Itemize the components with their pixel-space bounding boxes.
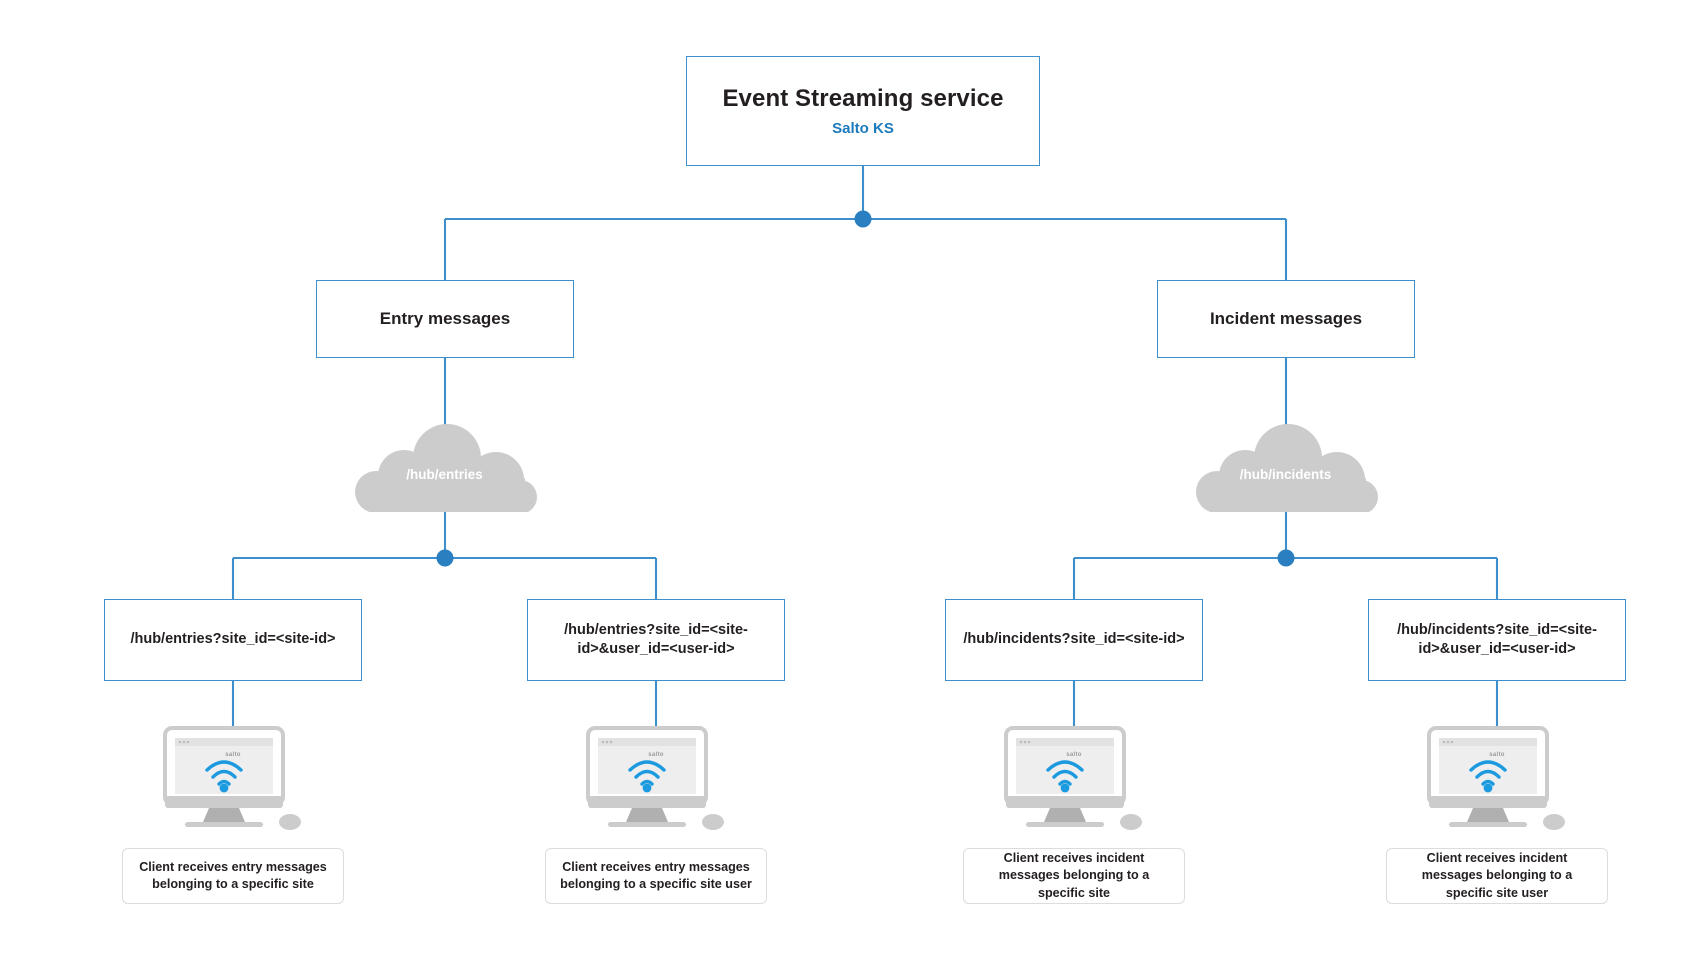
page-subtitle: Salto KS — [832, 120, 894, 137]
wifi-icon — [628, 760, 666, 786]
wifi-dot-icon — [1060, 783, 1070, 793]
entries-cloud: /hub/entries — [352, 414, 537, 512]
entry-messages-box[interactable]: Entry messages — [316, 280, 574, 358]
wifi-dot-icon — [1483, 783, 1493, 793]
client-caption-box: Client receives incident messages belong… — [1386, 848, 1608, 904]
client-caption-box: Client receives entry messages belonging… — [545, 848, 767, 904]
junction-dot-root — [854, 210, 872, 228]
incident-messages-label: Incident messages — [1209, 309, 1363, 328]
client-caption-box: Client receives incident messages belong… — [963, 848, 1185, 904]
url-label: /hub/incidents?site_id=<site-id>&user_id… — [1397, 621, 1597, 657]
incident-messages-box[interactable]: Incident messages — [1157, 280, 1415, 358]
page-title: Event Streaming service — [722, 85, 1004, 112]
url-label: /hub/entries?site_id=<site-id> — [130, 631, 336, 648]
url-label: /hub/incidents?site_id=<site-id> — [963, 631, 1185, 648]
url-box-incidents-site[interactable]: /hub/incidents?site_id=<site-id> — [945, 599, 1203, 681]
caption-text: Client receives entry messages belonging… — [139, 859, 327, 891]
event-streaming-service-box[interactable]: Event Streaming service Salto KS — [686, 56, 1040, 166]
url-label: /hub/entries?site_id=<site-id>&user_id=<… — [564, 621, 748, 657]
wifi-icon — [1046, 760, 1084, 786]
entry-messages-label: Entry messages — [379, 309, 511, 328]
caption-text: Client receives entry messages belonging… — [560, 859, 752, 891]
incidents-cloud: /hub/incidents — [1193, 414, 1378, 512]
wifi-dot-icon — [219, 783, 229, 793]
junction-dot-entry — [436, 549, 454, 567]
caption-text: Client receives incident messages belong… — [998, 850, 1150, 900]
client-monitor-icon: salto — [1004, 726, 1144, 834]
client-caption-box: Client receives entry messages belonging… — [122, 848, 344, 904]
url-box-entries-site[interactable]: /hub/entries?site_id=<site-id> — [104, 599, 362, 681]
url-box-incidents-site-user[interactable]: /hub/incidents?site_id=<site-id>&user_id… — [1368, 599, 1626, 681]
client-monitor-icon: salto — [586, 726, 726, 834]
client-monitor-icon: salto — [1427, 726, 1567, 834]
wifi-icon — [1469, 760, 1507, 786]
client-monitor-icon: salto — [163, 726, 303, 834]
url-box-entries-site-user[interactable]: /hub/entries?site_id=<site-id>&user_id=<… — [527, 599, 785, 681]
wifi-dot-icon — [642, 783, 652, 793]
junction-dot-incident — [1277, 549, 1295, 567]
wifi-icon — [205, 760, 243, 786]
caption-text: Client receives incident messages belong… — [1421, 850, 1573, 900]
